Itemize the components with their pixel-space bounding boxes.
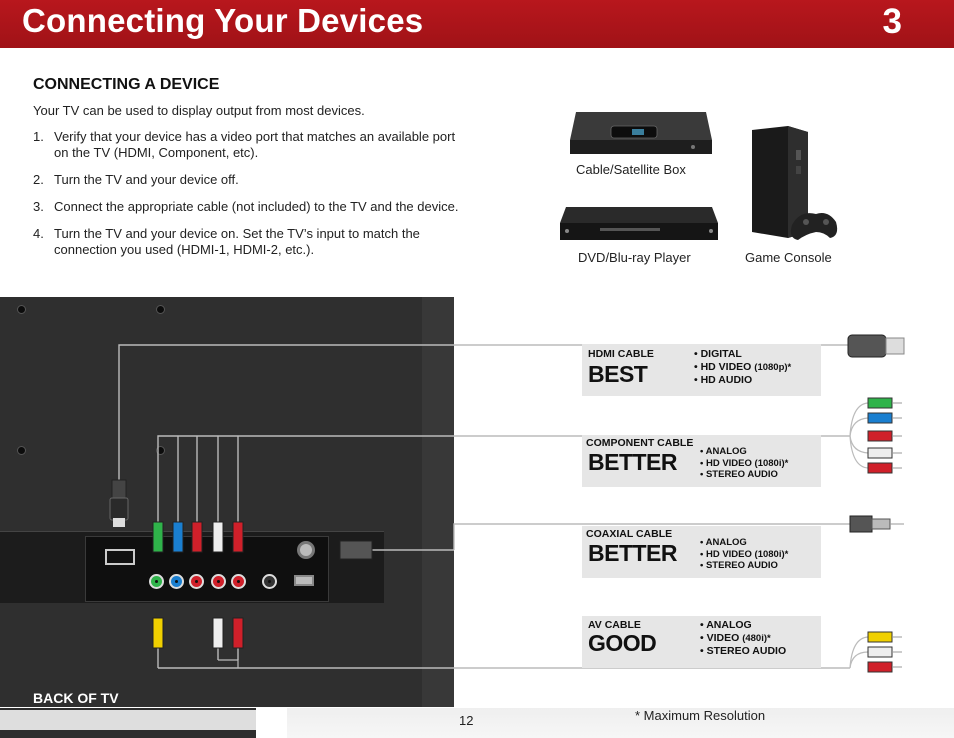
cable-name: HDMI CABLE	[588, 348, 654, 360]
headphone-jack-icon	[262, 574, 277, 589]
feature-text: STEREO AUDIO	[706, 645, 787, 657]
footer-left-bar	[0, 708, 256, 738]
feature-text: HD VIDEO	[700, 361, 752, 373]
step-list: 1. Verify that your device has a video po…	[33, 129, 473, 269]
feature-text: STEREO AUDIO	[705, 560, 778, 571]
cable-features: • ANALOG • HD VIDEO (1080i)* • STEREO AU…	[700, 446, 789, 480]
step-number: 1.	[33, 129, 44, 144]
step-text: Connect the appropriate cable (not inclu…	[54, 199, 459, 214]
chapter-number: 3	[882, 2, 902, 41]
cable-features: • ANALOG • VIDEO (480i)* • STEREO AUDIO	[700, 619, 787, 657]
game-console-image	[752, 126, 838, 240]
component-pr-jack-icon	[189, 574, 204, 589]
header-bar: Connecting Your Devices 3	[0, 0, 954, 48]
cable-rank: BEST	[588, 361, 648, 387]
step-text: Turn the TV and your device on. Set the …	[54, 226, 420, 257]
coax-port-icon	[297, 541, 315, 559]
step-text: Turn the TV and your device off.	[54, 172, 239, 187]
page-title: Connecting Your Devices	[22, 2, 424, 39]
io-port-plate	[85, 536, 329, 602]
footer-bar	[287, 708, 954, 738]
feature-text: ANALOG	[706, 619, 752, 631]
list-item: 2. Turn the TV and your device off.	[33, 172, 473, 188]
section-heading: CONNECTING A DEVICE	[33, 76, 220, 93]
usb-port-icon	[294, 575, 314, 586]
step-number: 3.	[33, 199, 44, 214]
intro-text: Your TV can be used to display output fr…	[33, 103, 365, 118]
cable-name: COAXIAL CABLE	[586, 528, 673, 540]
footnote: * Maximum Resolution	[635, 708, 766, 723]
cable-rank: BETTER	[588, 540, 678, 566]
coaxial-cable-box	[582, 526, 821, 578]
page-number: 12	[459, 713, 474, 728]
list-item: 3. Connect the appropriate cable (not inc…	[33, 199, 473, 215]
screw-icon	[17, 305, 26, 314]
av-cable-box	[582, 616, 821, 668]
feature-text: ANALOG	[705, 446, 747, 457]
cable-name: AV CABLE	[588, 619, 641, 631]
list-item: 4. Turn the TV and your device on. Set th…	[33, 226, 473, 258]
tv-back-panel	[0, 297, 454, 707]
component-cable-box	[582, 435, 821, 487]
cable-features: • DIGITAL • HD VIDEO (1080p)* • HD AUDIO	[694, 348, 792, 386]
cable-features: • ANALOG • HD VIDEO (1080i)* • STEREO AU…	[700, 537, 789, 571]
hdmi-port-icon	[105, 549, 135, 565]
dvd-bluray-label: DVD/Blu-ray Player	[578, 250, 691, 265]
cable-rank: BETTER	[588, 449, 678, 475]
feature-text: VIDEO	[706, 632, 740, 644]
feature-text: ANALOG	[705, 537, 747, 548]
screw-icon	[156, 446, 165, 455]
feature-resolution: (480i)*	[742, 633, 771, 644]
feature-text: STEREO AUDIO	[705, 469, 778, 480]
feature-text: HD AUDIO	[700, 374, 753, 386]
screw-icon	[17, 446, 26, 455]
step-number: 4.	[33, 226, 44, 241]
back-of-tv-label: BACK OF TV	[33, 690, 119, 706]
step-number: 2.	[33, 172, 44, 187]
game-console-label: Game Console	[745, 250, 832, 265]
step-text: Verify that your device has a video port…	[54, 129, 456, 160]
footer-bar-highlight	[0, 710, 256, 730]
component-pb-jack-icon	[169, 574, 184, 589]
feature-resolution: (1080p)*	[754, 362, 792, 373]
screw-icon	[156, 305, 165, 314]
audio-left-jack-icon	[211, 574, 226, 589]
hdmi-cable-box	[582, 344, 821, 396]
list-item: 1. Verify that your device has a video po…	[33, 129, 473, 161]
cable-box-image	[570, 112, 712, 154]
dvd-player-image	[560, 207, 718, 240]
cable-satellite-label: Cable/Satellite Box	[576, 162, 686, 177]
panel-shade	[422, 297, 454, 707]
feature-text: HD VIDEO (1080i)*	[705, 548, 789, 560]
component-y-jack-icon	[149, 574, 164, 589]
feature-text: HD VIDEO (1080i)*	[705, 457, 789, 469]
cable-rank: GOOD	[588, 630, 657, 656]
cable-name: COMPONENT CABLE	[586, 437, 694, 449]
feature-text: DIGITAL	[700, 348, 742, 360]
audio-right-jack-icon	[231, 574, 246, 589]
